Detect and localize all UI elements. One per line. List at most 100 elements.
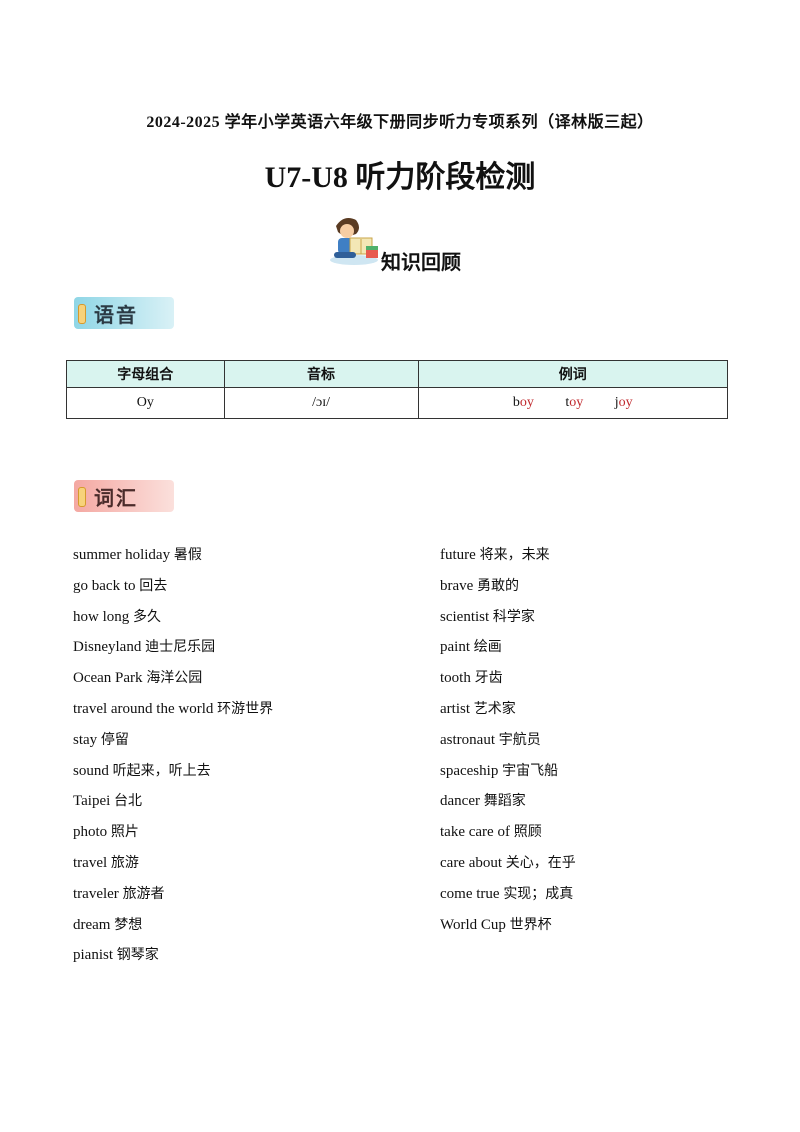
vocab-english: World Cup bbox=[440, 916, 510, 933]
vocab-english: astronaut bbox=[440, 731, 499, 748]
vocab-chinese: 牙齿 bbox=[474, 670, 503, 687]
vocab-english: stay bbox=[73, 731, 101, 748]
review-heading-label: 知识回顾 bbox=[381, 250, 461, 274]
vocab-english: scientist bbox=[440, 608, 493, 625]
vocab-chinese: 暑假 bbox=[173, 547, 202, 563]
phonics-section-banner: 语音 bbox=[74, 297, 174, 329]
vocab-section-banner: 词汇 bbox=[74, 480, 174, 512]
vocab-english: care about bbox=[440, 855, 506, 871]
vocab-chinese: 照顾 bbox=[513, 824, 542, 841]
vocab-chinese: 迪士尼乐园 bbox=[145, 639, 216, 656]
vocab-english: Ocean Park bbox=[73, 670, 147, 687]
phonics-table: 字母组合 音标 例词 Oy /ɔɪ/ boy toy joy bbox=[66, 360, 728, 419]
pencil-bar-icon bbox=[78, 304, 86, 324]
vocab-item: photo 照片 bbox=[73, 822, 139, 842]
vocab-chinese: 舞蹈家 bbox=[483, 793, 526, 810]
vocab-item: take care of 照顾 bbox=[440, 822, 542, 842]
vocab-item: spaceship 宇宙飞船 bbox=[440, 761, 558, 781]
vocab-english: brave bbox=[440, 577, 478, 594]
table-row: Oy /ɔɪ/ boy toy joy bbox=[66, 387, 728, 419]
vocab-chinese: 宇航员 bbox=[498, 731, 541, 748]
header-phonetic: 音标 bbox=[223, 360, 419, 388]
header-letter-combo: 字母组合 bbox=[66, 360, 225, 388]
example-word: joy bbox=[614, 395, 633, 410]
vocab-chinese: 科学家 bbox=[492, 608, 535, 625]
vocab-english: Taipei bbox=[73, 793, 115, 810]
vocab-chinese: 关心，在乎 bbox=[505, 855, 576, 871]
vocab-item: stay 停留 bbox=[73, 730, 129, 750]
vocab-item: come true 实现；成真 bbox=[440, 884, 573, 904]
vocab-item: travel around the world 环游世界 bbox=[73, 699, 273, 719]
vocab-item: paint 绘画 bbox=[440, 637, 502, 657]
vocab-chinese: 钢琴家 bbox=[116, 947, 159, 964]
vocab-english: sound bbox=[73, 762, 113, 779]
vocab-section-title: 词汇 bbox=[94, 486, 138, 510]
vocab-item: dancer 舞蹈家 bbox=[440, 791, 526, 811]
vocab-item: scientist 科学家 bbox=[440, 607, 535, 627]
phonics-section-title: 语音 bbox=[94, 303, 138, 327]
vocab-chinese: 旅游 bbox=[110, 855, 139, 871]
vocab-english: artist bbox=[440, 701, 474, 717]
vocab-item: summer holiday 暑假 bbox=[73, 545, 202, 565]
vocab-item: go back to 回去 bbox=[73, 576, 167, 596]
vocab-item: care about 关心，在乎 bbox=[440, 853, 576, 873]
vocab-chinese: 照片 bbox=[110, 824, 139, 841]
vocab-english: come true bbox=[440, 885, 504, 902]
vocab-english: photo bbox=[73, 824, 111, 841]
vocab-chinese: 将来，未来 bbox=[479, 547, 550, 563]
vocab-chinese: 停留 bbox=[100, 731, 129, 748]
vocab-chinese: 旅游者 bbox=[122, 885, 165, 902]
vocab-item: brave 勇敢的 bbox=[440, 576, 519, 596]
example-word: toy bbox=[565, 395, 584, 410]
vocab-english: traveler bbox=[73, 885, 123, 902]
vocab-chinese: 绘画 bbox=[473, 639, 502, 656]
vocab-chinese: 宇宙飞船 bbox=[502, 762, 559, 779]
vocab-item: dream 梦想 bbox=[73, 915, 142, 935]
vocab-english: pianist bbox=[73, 947, 117, 964]
header-examples: 例词 bbox=[417, 360, 728, 388]
pencil-bar-icon bbox=[78, 487, 86, 507]
vocab-chinese: 回去 bbox=[139, 577, 168, 594]
vocab-item: astronaut 宇航员 bbox=[440, 730, 541, 750]
vocab-chinese: 梦想 bbox=[114, 916, 143, 933]
vocab-item: Taipei 台北 bbox=[73, 791, 142, 811]
vocab-english: spaceship bbox=[440, 762, 503, 779]
vocab-chinese: 环游世界 bbox=[217, 701, 274, 717]
vocab-item: traveler 旅游者 bbox=[73, 884, 165, 904]
vocab-english: dream bbox=[73, 916, 115, 933]
example-word: boy bbox=[512, 395, 534, 410]
page-title: U7-U8 听力阶段检测 bbox=[264, 161, 536, 194]
vocab-item: pianist 钢琴家 bbox=[73, 945, 159, 965]
vocab-item: future 将来，未来 bbox=[440, 545, 550, 565]
vocab-item: how long 多久 bbox=[73, 607, 161, 627]
vocab-chinese: 多久 bbox=[133, 608, 161, 625]
vocab-english: go back to bbox=[73, 577, 140, 594]
vocab-english: tooth bbox=[440, 670, 475, 687]
vocab-english: how long bbox=[73, 608, 133, 625]
vocab-chinese: 听起来，听上去 bbox=[112, 762, 211, 779]
vocab-english: dancer bbox=[440, 793, 484, 810]
series-header: 2024-2025 学年小学英语六年级下册同步听力专项系列（译林版三起） bbox=[146, 114, 654, 131]
vocab-english: future bbox=[440, 547, 480, 563]
vocab-item: World Cup 世界杯 bbox=[440, 915, 552, 935]
vocab-english: paint bbox=[440, 639, 474, 656]
vocab-chinese: 世界杯 bbox=[509, 916, 552, 933]
vocab-chinese: 艺术家 bbox=[473, 701, 516, 717]
vocab-chinese: 勇敢的 bbox=[477, 577, 520, 594]
vocab-chinese: 台北 bbox=[114, 793, 143, 810]
reading-boy-icon bbox=[330, 218, 378, 265]
cell-phonetic: /ɔɪ/ bbox=[223, 387, 419, 419]
vocab-item: Ocean Park 海洋公园 bbox=[73, 668, 202, 688]
vocab-english: summer holiday bbox=[73, 547, 174, 563]
cell-examples: boy toy joy bbox=[417, 387, 728, 419]
vocab-english: take care of bbox=[440, 824, 514, 841]
vocab-english: travel bbox=[73, 855, 111, 871]
vocab-chinese: 海洋公园 bbox=[146, 670, 203, 687]
cell-letter-combo: Oy bbox=[66, 387, 225, 419]
vocab-english: Disneyland bbox=[73, 639, 146, 656]
vocab-item: travel 旅游 bbox=[73, 853, 139, 873]
vocab-english: travel around the world bbox=[73, 701, 218, 717]
vocab-item: tooth 牙齿 bbox=[440, 668, 503, 688]
vocab-item: artist 艺术家 bbox=[440, 699, 516, 719]
vocab-item: Disneyland 迪士尼乐园 bbox=[73, 637, 215, 657]
